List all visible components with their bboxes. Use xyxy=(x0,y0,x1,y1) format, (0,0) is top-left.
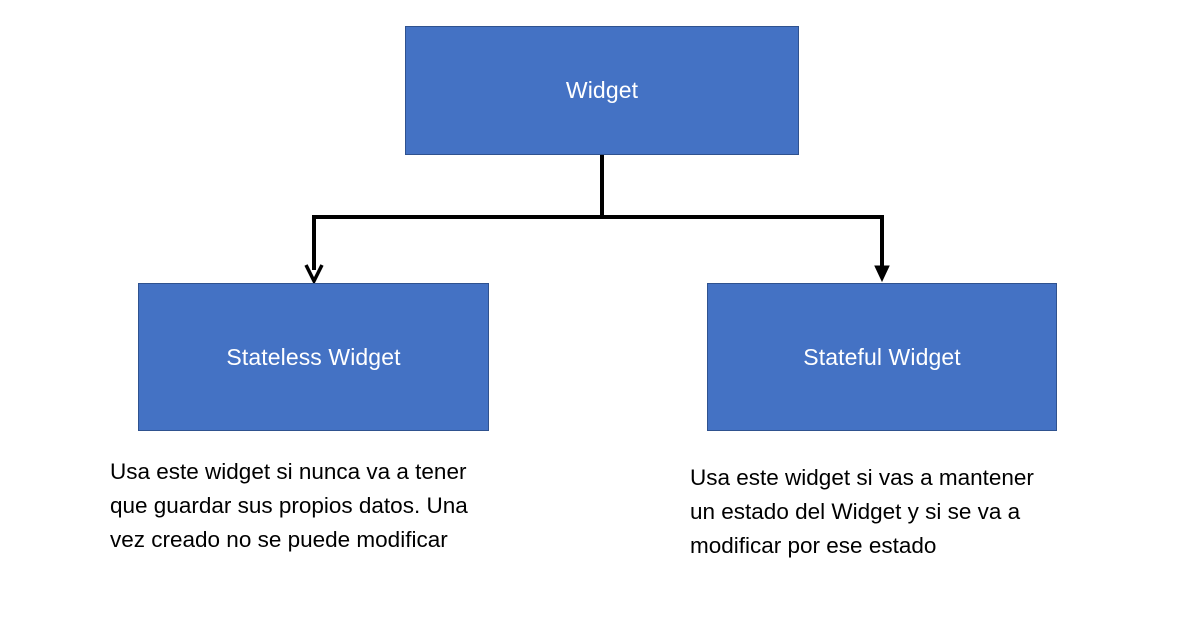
description-line: Usa este widget si vas a mantener xyxy=(690,465,1034,490)
stateful-widget-node: Stateful Widget xyxy=(707,283,1057,431)
stateful-widget-description: Usa este widget si vas a mantener un est… xyxy=(690,461,1034,563)
description-line: Usa este widget si nunca va a tener xyxy=(110,459,467,484)
stateless-widget-node: Stateless Widget xyxy=(138,283,489,431)
stateless-widget-description: Usa este widget si nunca va a tener que … xyxy=(110,455,468,557)
left-arrowhead xyxy=(304,264,324,285)
right-arrowhead xyxy=(874,265,890,283)
description-line: vez creado no se puede modificar xyxy=(110,527,448,552)
stateful-widget-node-label: Stateful Widget xyxy=(803,343,961,370)
widget-node-label: Widget xyxy=(565,77,639,103)
widget-node: Widget xyxy=(405,26,799,155)
description-line: un estado del Widget y si se va a xyxy=(690,499,1021,524)
description-line: que guardar sus propios datos. Una xyxy=(110,493,468,518)
description-line: modificar por ese estado xyxy=(690,533,937,558)
stateless-widget-node-label: Stateless Widget xyxy=(226,343,401,370)
